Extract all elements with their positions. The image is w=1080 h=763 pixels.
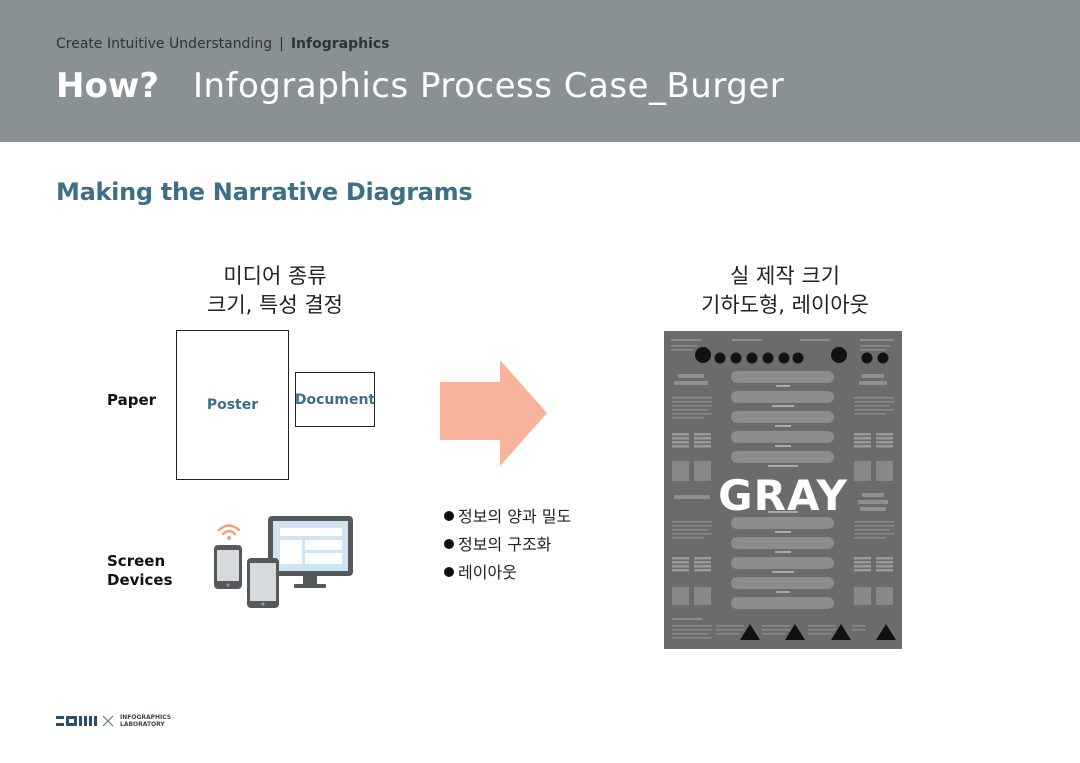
tablet-icon (247, 558, 279, 608)
bullet-dot-icon (444, 511, 454, 521)
size-caption: 실 제작 크기 기하도형, 레이아웃 (680, 262, 890, 320)
size-caption-line2: 기하도형, 레이아웃 (701, 293, 869, 317)
document-frame: Document (295, 372, 375, 427)
size-caption-line1: 실 제작 크기 (730, 264, 840, 288)
screen-label-line1: Screen (107, 552, 166, 570)
burger-poster-preview: GRAY (664, 331, 902, 649)
document-label: Document (294, 391, 376, 408)
breadcrumb-separator: | (279, 36, 284, 52)
lab-logo-icon (56, 715, 114, 727)
right-arrow-icon (440, 360, 547, 466)
footer-logo-line2: LABORATORY (120, 721, 165, 728)
process-arrow (440, 360, 548, 470)
footer-logo: INFOGRAPHICS LABORATORY (56, 714, 171, 728)
poster-label: Poster (206, 397, 259, 413)
section-title: Making the Narrative Diagrams (56, 178, 473, 206)
media-caption-line1: 미디어 종류 (223, 264, 327, 288)
page-title: How? Infographics Process Case_Burger (56, 66, 784, 106)
breadcrumb-current: Infographics (290, 36, 390, 52)
poster-layout-graphic (671, 339, 896, 640)
bullet-dot-icon (444, 567, 454, 577)
key-points-list: 정보의 양과 밀도 정보의 구조화 레이아웃 (444, 503, 571, 587)
wifi-icon (217, 524, 241, 540)
poster-headline: GRAY (718, 471, 848, 520)
footer-logo-text: INFOGRAPHICS LABORATORY (120, 714, 171, 728)
list-item: 정보의 구조화 (444, 531, 571, 559)
title-prefix: How? (56, 66, 159, 106)
media-caption: 미디어 종류 크기, 특성 결정 (185, 262, 365, 320)
screen-devices-label: Screen Devices (107, 552, 173, 590)
monitor-icon (268, 516, 353, 588)
title-main: Infographics Process Case_Burger (192, 66, 785, 106)
list-item: 정보의 양과 밀도 (444, 503, 571, 531)
breadcrumb-parent: Create Intuitive Understanding (56, 36, 273, 52)
screen-label-line2: Devices (107, 571, 173, 589)
footer-logo-line1: INFOGRAPHICS (120, 714, 172, 721)
breadcrumb: Create Intuitive Understanding | Infograph… (56, 36, 390, 52)
devices-icon (214, 516, 353, 608)
list-item: 레이아웃 (444, 559, 571, 587)
paper-label: Paper (107, 391, 157, 409)
screen-devices-illustration (210, 516, 360, 616)
header-bar: Create Intuitive Understanding | Infograph… (0, 0, 1080, 142)
phone-icon (214, 545, 242, 589)
bullet-dot-icon (444, 539, 454, 549)
poster-frame: Poster (176, 330, 289, 480)
media-caption-line2: 크기, 특성 결정 (207, 293, 343, 317)
